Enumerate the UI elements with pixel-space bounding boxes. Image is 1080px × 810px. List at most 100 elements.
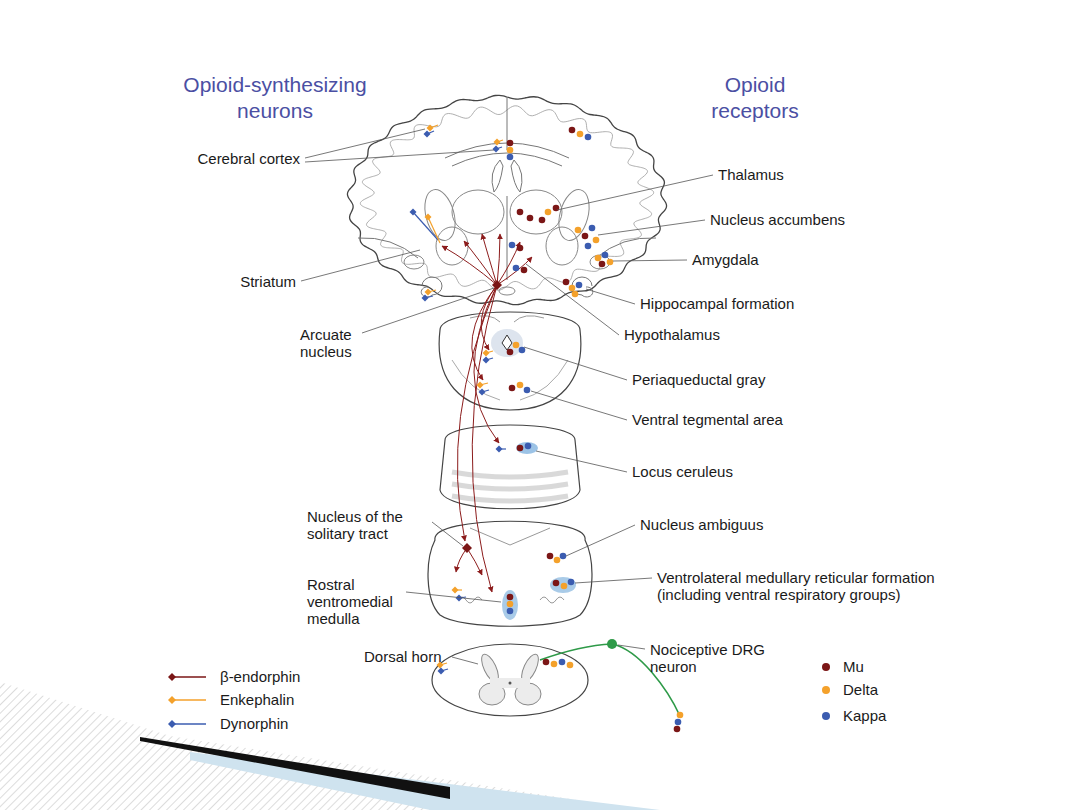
receptor-dot [513, 265, 520, 272]
region-label: Hippocampal formation [640, 295, 840, 312]
brain-outline [347, 95, 666, 304]
leader-line [526, 264, 619, 335]
receptor-dot [572, 291, 579, 298]
brain-section [347, 95, 666, 304]
leader-line [452, 657, 478, 664]
drg-cell-body [607, 639, 617, 649]
legend-line-sample [172, 676, 206, 678]
caudate-shape [420, 186, 461, 243]
peptide-diamond [477, 382, 484, 389]
projection-arrow [464, 241, 497, 285]
cord-outline [432, 644, 588, 716]
receptor-dot [539, 217, 546, 224]
midbrain-outline [439, 312, 581, 410]
caudate-shape [554, 186, 595, 243]
receptor-dot [674, 726, 681, 733]
region-label: Nucleus accumbens [710, 211, 890, 228]
region-label: Periaqueductal gray [632, 371, 812, 388]
receptor-dot [599, 261, 606, 268]
legend-label: β-endorphin [220, 668, 300, 685]
receptor-dot [507, 601, 514, 608]
receptor-dot [517, 382, 524, 389]
receptor-dot [585, 134, 592, 141]
lateral-fissure [358, 238, 418, 258]
receptor-dot [567, 662, 574, 669]
leader-line [598, 220, 705, 235]
peptide-diamond [438, 668, 445, 675]
leader-line [524, 347, 627, 380]
receptor-dot [545, 209, 552, 216]
receptor-dot [527, 215, 534, 222]
region-label: Striatum [136, 273, 296, 290]
pons-striation [452, 484, 568, 489]
legend-diamond-sample [168, 673, 176, 681]
projection-arrow [456, 548, 467, 572]
receptor-dot [507, 608, 514, 615]
putamen-shape [546, 227, 578, 265]
projection-arrow [482, 234, 497, 285]
vlm-shading [550, 577, 576, 593]
peptide-diamond [494, 139, 501, 146]
ventricle [511, 160, 522, 192]
projection-arrow [467, 548, 482, 575]
thalamus-shape [452, 190, 504, 234]
leader-line [566, 525, 635, 556]
leader-line [406, 592, 501, 602]
receptor-dot [507, 140, 514, 147]
receptor-dot [509, 385, 516, 392]
peptide-diamond [462, 543, 472, 553]
receptor-dot [575, 227, 582, 234]
peptide-diamond [493, 146, 500, 153]
leader-line [618, 645, 645, 649]
leader-lines [301, 129, 713, 664]
legend-samples [168, 673, 206, 728]
receptor-dot [675, 719, 682, 726]
receptor-dot [677, 712, 684, 719]
pons-outline [440, 425, 580, 509]
receptor-dot [521, 267, 528, 274]
leader-line [575, 578, 652, 583]
receptor-dot [569, 285, 576, 292]
receptor-dot [561, 583, 568, 590]
legend-line-sample [172, 699, 206, 701]
receptor-dot [585, 243, 592, 250]
region-label: Thalamus [718, 166, 868, 183]
legend-diamond-sample [168, 696, 176, 704]
projection-arrow [472, 285, 497, 592]
legend-line-sample [172, 723, 206, 725]
region-label: Rostral ventromedial medulla [307, 576, 402, 627]
leader-line [586, 289, 635, 304]
peptide-diamond [425, 289, 432, 296]
receptor-dot [553, 205, 560, 212]
pons-striation [452, 472, 568, 477]
amygdala-shape [404, 255, 424, 269]
receptor-dot [509, 242, 516, 249]
leader-line [531, 391, 627, 420]
leader-line [301, 250, 420, 281]
leader-line [362, 288, 494, 333]
receptor-dot [553, 580, 560, 587]
peptide-diamond [479, 389, 486, 396]
receptor-dot [517, 209, 524, 216]
column-heading: Opioid-synthesizing neurons [150, 72, 400, 124]
receptor-dot [554, 557, 561, 564]
receptor-dot [595, 255, 602, 262]
peptide-diamond [483, 357, 490, 364]
legend-swatch [822, 712, 830, 720]
receptor-dot [525, 443, 532, 450]
region-label: Nociceptive DRG neuron [650, 641, 770, 675]
leader-line [305, 150, 494, 162]
peptide-diamond [427, 125, 434, 132]
leader-line [536, 451, 627, 472]
column-heading: Opioid receptors [695, 72, 815, 124]
peptide-diamond [422, 295, 429, 302]
hippocampus-shape [421, 277, 442, 297]
receptor-dot [513, 342, 520, 349]
brainstem-sections [428, 312, 592, 626]
lateral-fissure [596, 238, 656, 258]
peptide-diamond [425, 214, 432, 221]
optic-chiasm [499, 287, 515, 295]
receptor-dot [582, 233, 589, 240]
receptor-dot [543, 659, 550, 666]
region-label: Locus ceruleus [632, 463, 782, 480]
